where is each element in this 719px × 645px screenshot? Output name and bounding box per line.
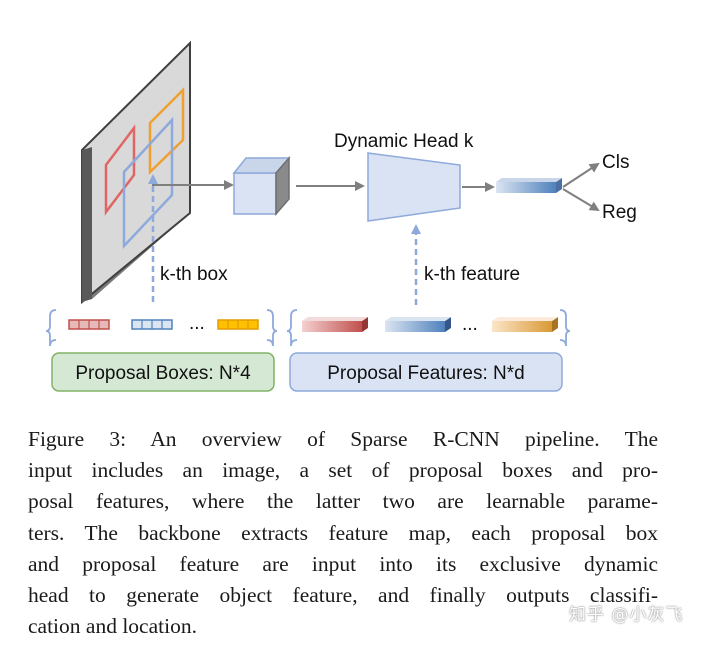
features-ellipsis: ... — [462, 314, 478, 335]
proposal-boxes-bracket — [45, 309, 278, 347]
image-plane — [81, 40, 191, 305]
kth-box-label: k-th box — [160, 264, 228, 285]
proposal-boxes-label: Proposal Boxes: N*4 — [75, 363, 251, 384]
sparse-rcnn-diagram: k-th box Dynamic Head k Cls Reg k-th fea… — [45, 40, 637, 392]
caption-line: ters. The backbone extracts feature map,… — [28, 520, 658, 545]
image-blue-box — [122, 116, 174, 250]
figure-caption: Figure 3: An overview of Sparse R-CNN pi… — [28, 424, 658, 642]
image-orange-box — [148, 86, 185, 175]
proposal-features-label: Proposal Features: N*d — [327, 363, 525, 384]
caption-line: input includes an image, a set of propos… — [28, 458, 658, 483]
proposal-boxes-panel — [51, 352, 275, 392]
feature-cube — [232, 155, 291, 217]
image-red-box — [104, 124, 136, 216]
red-box-vector — [68, 319, 110, 330]
object-feature-bar — [496, 178, 562, 193]
dynamic-head-shape — [367, 152, 461, 222]
caption-line: Figure 3: An overview of Sparse R-CNN pi… — [28, 427, 658, 451]
boxes-ellipsis: ... — [189, 313, 205, 334]
caption-line: cation and location. — [28, 614, 197, 639]
reg-label: Reg — [602, 202, 637, 223]
proposal-features-bracket — [286, 309, 571, 347]
caption-line: posal features, where the latter two are… — [28, 489, 658, 514]
dynamic-head-label: Dynamic Head k — [334, 131, 474, 152]
caption-line: and proposal feature are input into its … — [28, 551, 658, 576]
blue-feature-vector — [385, 317, 451, 332]
proposal-features-panel — [289, 352, 563, 392]
arrow-to-reg — [562, 188, 600, 212]
caption-line: head to generate object feature, and fin… — [28, 583, 658, 608]
orange-box-vector — [217, 319, 259, 330]
watermark: 知乎 @小灰飞 — [569, 605, 684, 625]
orange-feature-vector — [492, 317, 558, 332]
red-feature-vector — [302, 317, 368, 332]
arrow-to-cls — [562, 162, 600, 188]
cls-label: Cls — [602, 152, 629, 173]
blue-box-vector — [131, 319, 173, 330]
kth-feature-label: k-th feature — [424, 264, 520, 285]
